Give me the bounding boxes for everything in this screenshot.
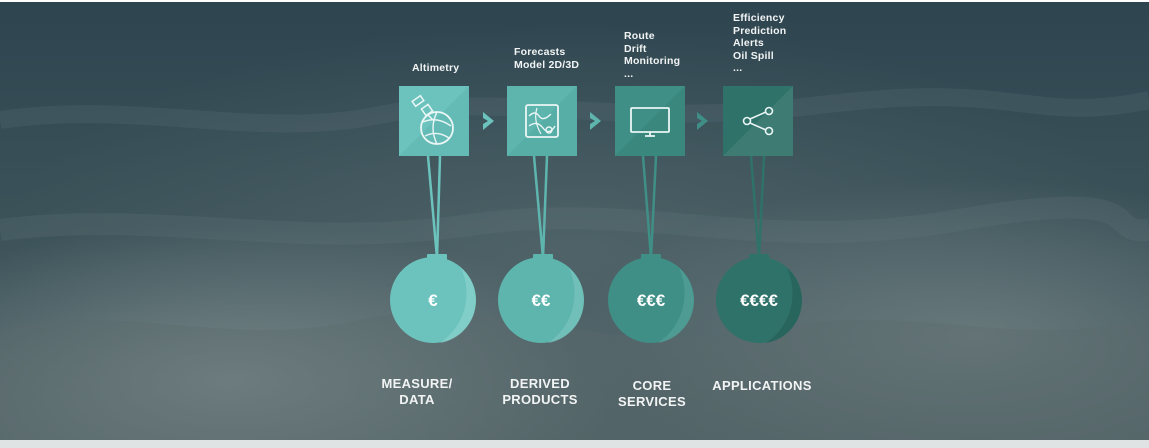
stage-4-tile xyxy=(723,86,793,156)
top-line: Alerts xyxy=(733,37,764,49)
stage-3-top-label: Route Drift Monitoring ... xyxy=(624,30,680,80)
chevron-right-icon xyxy=(587,110,605,132)
string-3-left xyxy=(641,155,653,259)
string-1-right xyxy=(435,155,442,259)
string-2-left xyxy=(532,155,545,259)
price-coin-3: €€€ xyxy=(608,254,694,343)
top-line: Monitoring xyxy=(624,55,681,67)
label-line: PRODUCTS xyxy=(502,392,578,407)
stage-4-top-label: Efficiency Prediction Alerts Oil Spill .… xyxy=(733,12,786,75)
string-4-right xyxy=(757,155,766,259)
map-chart-icon xyxy=(507,86,577,156)
stage-2-top-label: Forecasts Model 2D/3D xyxy=(514,46,579,71)
stage-4-label: APPLICATIONS xyxy=(702,378,822,394)
price-label: €€ xyxy=(532,291,551,310)
top-line: Model 2D/3D xyxy=(514,58,580,71)
price-label: €€€€ xyxy=(740,291,778,310)
top-line: ... xyxy=(624,67,634,80)
price-label: € xyxy=(428,291,438,310)
label-line: DATA xyxy=(399,392,435,407)
stage-2-tile xyxy=(507,86,577,156)
chevron-right-icon xyxy=(694,110,712,132)
stage-3-label: CORE SERVICES xyxy=(592,378,712,410)
label-line: CORE xyxy=(632,378,672,393)
chevron-right-icon xyxy=(480,110,498,132)
top-line: Oil Spill xyxy=(733,49,774,62)
label-line: MEASURE/ xyxy=(381,376,453,391)
share-network-icon xyxy=(723,86,793,156)
satellite-globe-icon xyxy=(399,86,469,156)
top-line: Route xyxy=(624,30,655,42)
string-1-left xyxy=(426,155,439,259)
price-coin-2: €€ xyxy=(498,254,584,343)
stage-1-top-label: Altimetry xyxy=(412,62,459,75)
top-line: Efficiency xyxy=(733,12,785,24)
string-3-right xyxy=(649,155,658,259)
price-label: €€€ xyxy=(637,291,666,310)
top-line: Prediction xyxy=(733,24,787,37)
label-line: APPLICATIONS xyxy=(712,378,812,393)
stage-2-label: DERIVED PRODUCTS xyxy=(480,376,600,408)
stage-1-label: MEASURE/ DATA xyxy=(357,376,477,408)
top-line: Forecasts xyxy=(514,46,566,58)
stage-3-tile xyxy=(615,86,685,156)
price-coin-1: € xyxy=(390,254,476,343)
price-coin-4: €€€€ xyxy=(716,254,802,343)
top-line: Altimetry xyxy=(412,62,460,74)
label-line: DERIVED xyxy=(510,376,570,391)
string-2-right xyxy=(541,155,549,259)
top-line: Drift xyxy=(624,42,647,55)
top-line: ... xyxy=(733,62,743,74)
string-4-left xyxy=(749,155,761,259)
stage-1-tile xyxy=(399,86,469,156)
monitor-icon xyxy=(615,86,685,156)
label-line: SERVICES xyxy=(618,394,686,409)
